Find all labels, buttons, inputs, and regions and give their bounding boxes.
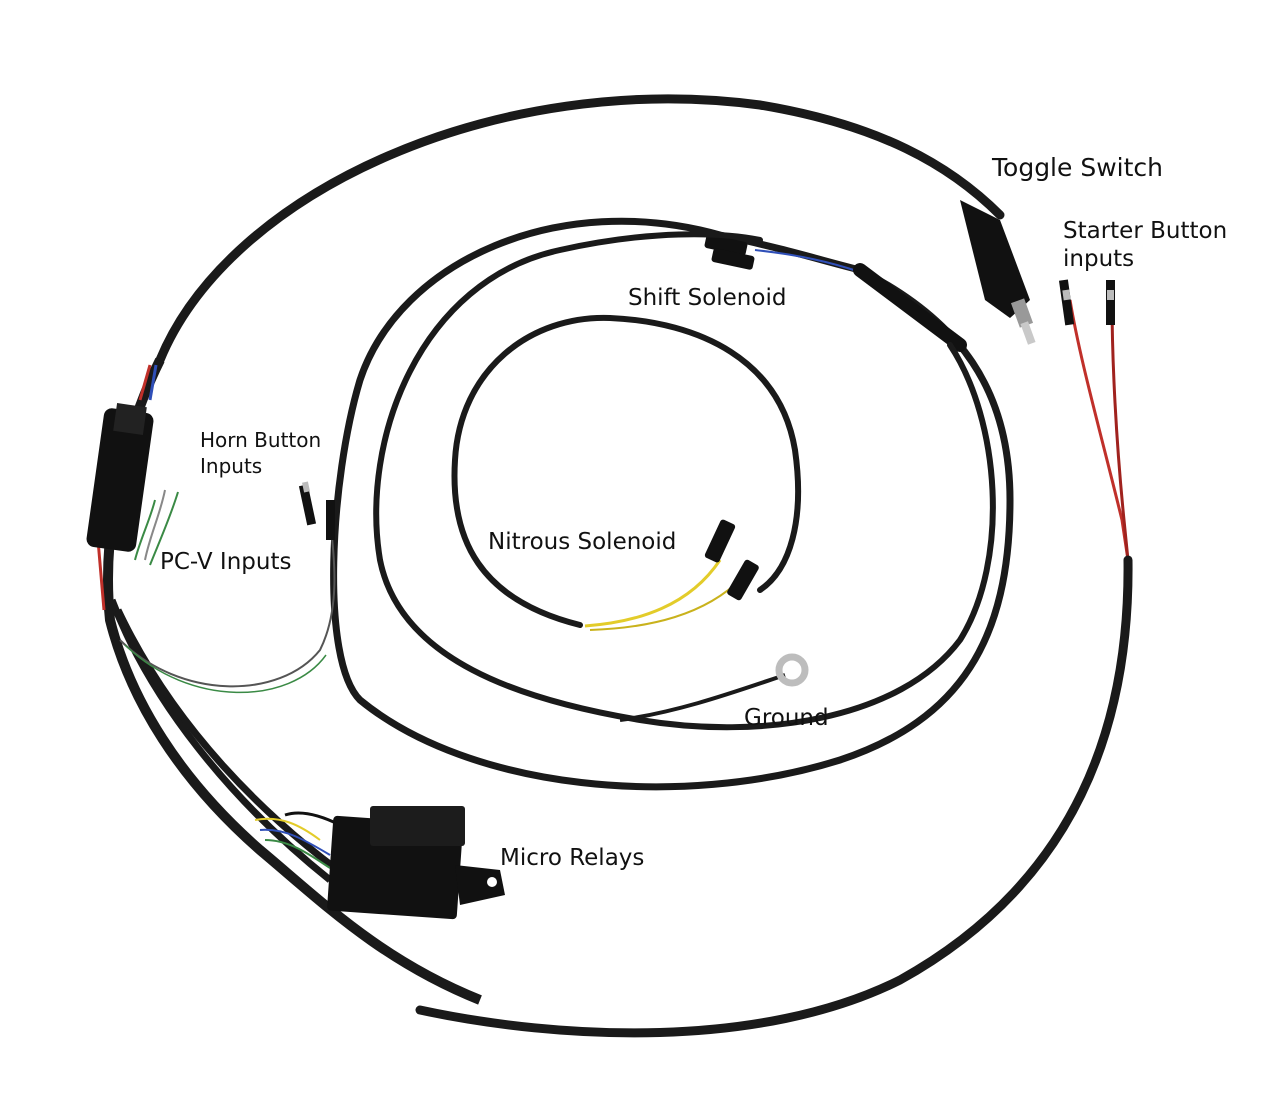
label-nitrous-solenoid: Nitrous Solenoid	[488, 529, 677, 555]
main-cable-outer	[155, 94, 1005, 365]
pcv-input-wires	[119, 489, 336, 694]
ground-ring-terminal	[619, 653, 809, 722]
label-pcv-inputs: PC-V Inputs	[160, 549, 292, 575]
nitrous-loop-cable	[451, 314, 802, 628]
label-horn-button-line1: Horn Button	[200, 428, 322, 452]
right-cable	[415, 555, 1133, 1038]
micro-relays-icon	[254, 806, 505, 920]
label-horn-button-line2: Inputs	[200, 454, 263, 478]
nitrous-solenoid-terminals	[584, 519, 759, 631]
label-shift-solenoid: Shift Solenoid	[628, 285, 787, 311]
main-connector-icon	[86, 403, 154, 552]
label-starter-button-line1: Starter Button	[1063, 218, 1228, 244]
label-ground: Ground	[744, 705, 829, 731]
label-micro-relays: Micro Relays	[500, 845, 645, 871]
middle-loop-cable	[373, 231, 996, 731]
shift-solenoid-connector	[704, 234, 967, 352]
starter-button-wires	[1058, 279, 1130, 561]
shift-solenoid-cable	[330, 217, 1014, 791]
horn-button-terminals	[298, 481, 335, 540]
label-starter-button-line2: inputs	[1063, 246, 1135, 272]
toggle-switch-icon	[960, 200, 1036, 345]
label-toggle-switch: Toggle Switch	[992, 153, 1163, 182]
